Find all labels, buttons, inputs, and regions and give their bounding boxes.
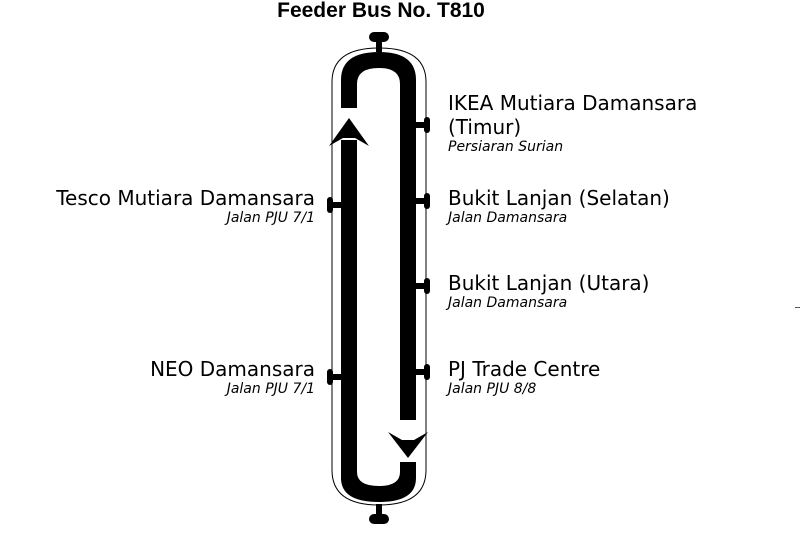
stop-bukit-lanjan-selatan: Bukit Lanjan (Selatan) Jalan Damansara	[448, 186, 670, 227]
stop-tick-ikea	[416, 122, 428, 128]
stop-neo-damansara: NEO Damansara Jalan PJU 7/1	[150, 357, 315, 398]
stop-tick-bl-s-cap	[424, 193, 430, 209]
bottom-terminal-cap	[369, 514, 389, 524]
stop-road: Persiaran Surian	[448, 139, 564, 155]
left-stop-ticks	[327, 197, 341, 385]
route-title: Feeder Bus No. T810	[277, 0, 485, 22]
stop-tick-bl-s	[416, 198, 428, 204]
stop-tick-tesco-cap	[327, 197, 333, 213]
stop-road: Jalan Damansara	[448, 295, 568, 311]
right-rail-bar	[400, 80, 416, 420]
route-loop-outer	[331, 47, 427, 506]
stop-name: Tesco Mutiara Damansara	[56, 186, 315, 210]
stop-name: Bukit Lanjan (Utara)	[448, 271, 650, 295]
stop-tick-neo	[329, 374, 341, 380]
stop-tick-neo-cap	[327, 369, 333, 385]
stop-tick-ikea-cap	[424, 117, 430, 133]
left-rail-bar	[341, 140, 357, 480]
top-terminal-stem	[376, 36, 382, 52]
stop-tick-pj	[416, 369, 428, 375]
stop-name: PJ Trade Centre	[448, 357, 601, 381]
stop-bukit-lanjan-utara: Bukit Lanjan (Utara) Jalan Damansara	[448, 271, 649, 312]
stop-name: Bukit Lanjan (Selatan)	[448, 186, 670, 210]
bottom-curve	[341, 462, 416, 502]
stop-road: Jalan Damansara	[448, 210, 568, 226]
stop-tick-pj-cap	[424, 364, 430, 380]
top-terminal-cap	[369, 32, 389, 42]
right-stop-ticks	[416, 117, 430, 380]
top-curve	[341, 52, 416, 108]
stop-name-line2: (Timur)	[448, 115, 522, 139]
stop-tesco-mutiara-damansara: Tesco Mutiara Damansara Jalan PJU 7/1	[56, 186, 315, 227]
stop-name: NEO Damansara	[150, 357, 315, 381]
down-arrow-head	[388, 432, 428, 458]
stop-pj-trade-centre: PJ Trade Centre Jalan PJU 8/8	[448, 357, 600, 398]
stop-tick-bl-u-cap	[424, 278, 430, 294]
up-arrow-head	[329, 118, 369, 146]
stop-ikea-mutiara-damansara: IKEA Mutiara Damansara (Timur) Persiaran…	[448, 91, 697, 156]
stray-mark	[795, 307, 800, 308]
stop-road: Jalan PJU 7/1	[226, 210, 315, 226]
stop-road: Jalan PJU 7/1	[226, 381, 315, 397]
stop-tick-tesco	[329, 202, 341, 208]
stop-name: IKEA Mutiara Damansara	[448, 91, 698, 115]
bottom-terminal-stem	[376, 504, 382, 520]
stop-road: Jalan PJU 8/8	[448, 381, 537, 397]
stop-tick-bl-u	[416, 283, 428, 289]
